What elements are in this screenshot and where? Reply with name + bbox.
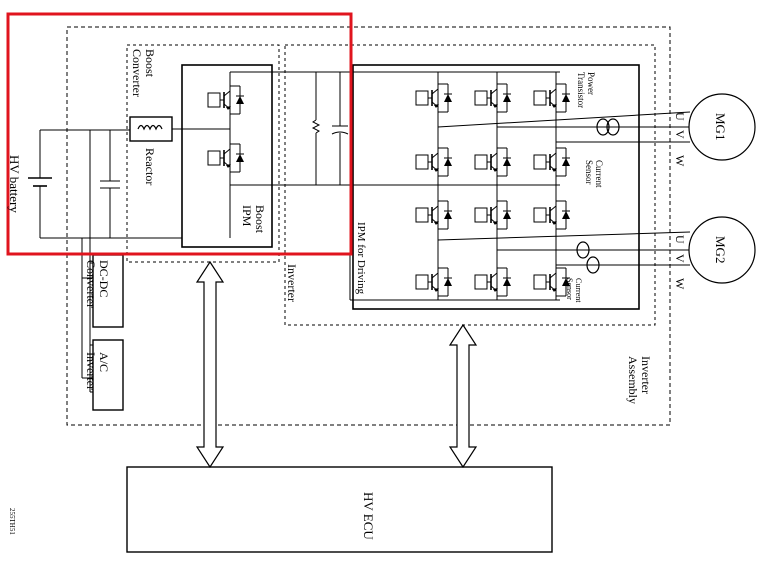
mg1-v-lower-icon [474, 147, 512, 177]
inverter-ecu-arrow [448, 323, 478, 469]
mg2-w-label: W [673, 278, 687, 290]
boost-upper-transistor-icon [207, 85, 245, 115]
mg1-label: MG1 [713, 113, 728, 140]
mg2-w-lower-icon [533, 267, 571, 297]
text-labels: BoostConverter Reactor BoostIPM HV batte… [7, 49, 728, 540]
mg1-v-upper-icon [474, 83, 512, 113]
hv-battery-label: HV battery [7, 155, 22, 213]
mg1-motor-icon [688, 93, 756, 161]
current-sensor-icons [576, 118, 620, 274]
mg2-label: MG2 [713, 236, 728, 263]
ac-inverter-label: A/CInverter [84, 352, 111, 390]
mg1-u-label: U [673, 112, 687, 121]
mg2-w-upper-icon [533, 200, 571, 230]
boost-lower-transistor-icon [207, 143, 245, 173]
figure-id-label: 255TH51 [8, 508, 16, 535]
input-capacitor [100, 130, 120, 238]
mg1-w-lower-icon [533, 147, 571, 177]
inverter-assembly-box [66, 26, 671, 426]
current-sensor-2-label: CurrentSensor [565, 278, 583, 303]
dc-link [311, 72, 349, 185]
dcdc-box [92, 254, 124, 328]
auxiliary-feed-lines [81, 130, 93, 393]
mg2-motor-icon [688, 216, 756, 284]
current-sensor-1-label: CurrentSensor [584, 160, 604, 188]
hv-ecu-label: HV ECU [361, 492, 376, 540]
driving-rails [349, 71, 560, 301]
reactor-symbol [129, 116, 182, 142]
mg2-v-label: V [673, 254, 687, 263]
mg1-u-upper-icon [415, 83, 453, 113]
ipm-driving-box [352, 64, 640, 310]
mg2-u-upper-icon [415, 200, 453, 230]
mg1-v-label: V [673, 130, 687, 139]
inverter-label: Inverter [285, 264, 299, 302]
inverter-assembly-label: InverterAssembly [626, 356, 653, 404]
boost-ipm-transistors [182, 71, 350, 238]
reactor-label: Reactor [143, 148, 157, 185]
mg1-w-upper-icon [533, 83, 571, 113]
power-transistor-label: PowerTransistor [576, 72, 596, 108]
ipm-driving-label: IPM for Driving [355, 222, 367, 295]
hv-ecu-box [126, 466, 553, 553]
mg2-v-upper-icon [474, 200, 512, 230]
boost-converter-label: BoostConverter [130, 49, 157, 97]
mg2-u-label: U [673, 235, 687, 244]
boost-converter-box [126, 44, 280, 263]
phase-outputs [437, 111, 691, 266]
highlight-box [6, 12, 353, 256]
dcdc-label: DC-DCConverter [84, 260, 111, 308]
mg1-u-lower-icon [415, 147, 453, 177]
ac-inverter-box [92, 339, 124, 411]
boost-ecu-arrow [195, 260, 225, 469]
mg1-w-label: W [673, 155, 687, 167]
mg2-u-lower-icon [415, 267, 453, 297]
boost-ipm-box [181, 64, 273, 248]
boost-ipm-label: BoostIPM [240, 205, 267, 234]
mg2-v-lower-icon [474, 267, 512, 297]
hv-battery-symbol [28, 129, 182, 239]
